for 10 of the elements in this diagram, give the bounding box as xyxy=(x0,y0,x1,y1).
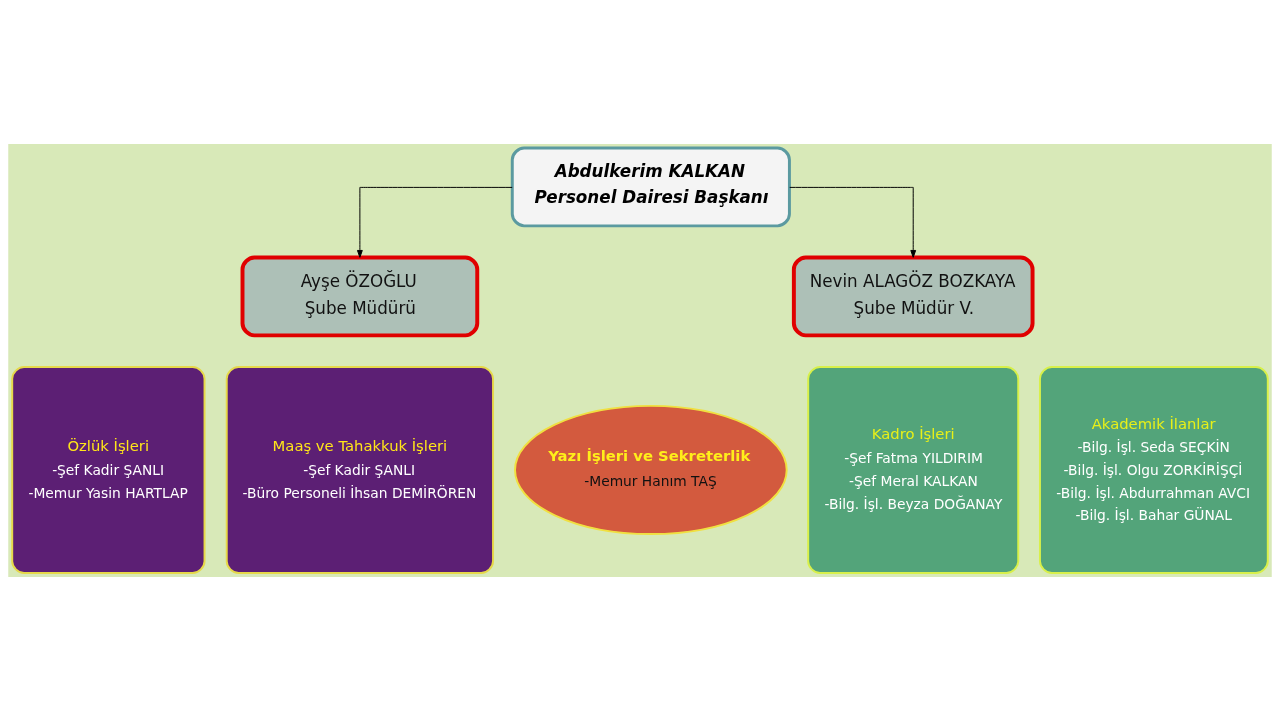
arrow xyxy=(356,186,513,258)
node-box: Abdulkerim KALKAN Personel Dairesi Başkanı xyxy=(510,145,791,227)
node-box: Ayşe ÖZOĞLU Şube Müdürü xyxy=(240,254,480,337)
arrow xyxy=(789,186,917,258)
node-ellipse: Yazı İşleri ve Sekreterlik -Memur Hanım TAŞ xyxy=(514,404,788,535)
node-box: Kadro İşleri -Şef Fatma YILDIRIM -Şef Meral KALKAN -Bilg. İşl. Beyza DOĞANAY xyxy=(807,365,1020,574)
node-box: Maaş ve Tahakkuk İşleri -Şef Kadir ŞANLI -Büro Personeli İhsan DEMİRÖREN xyxy=(225,365,495,574)
node-box: Akademik İlanlar -Bilg. İşl. Seda SEÇKİN -Bilg. İşl. Olgu ZORKİRİŞÇİ -Bilg. İşl. Abdurrahman AVCI -Bilg. İşl. Bahar GÜNAL xyxy=(1038,365,1269,574)
node-box: Özlük İşleri -Şef Kadir ŞANLI -Memur Yasin HARTLAP xyxy=(11,365,206,574)
node-box: Nevin ALAGÖZ BOZKAYA Şube Müdür V. xyxy=(791,254,1035,337)
